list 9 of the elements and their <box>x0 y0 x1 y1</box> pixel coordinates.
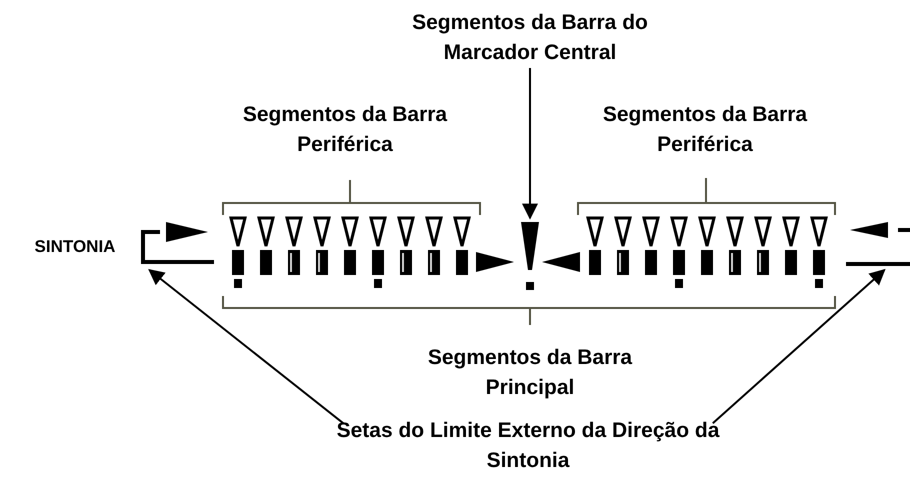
leader-arrow <box>148 269 344 424</box>
callout-text: Segmentos da Barra Principal <box>426 345 634 401</box>
callout-text: Segmentos da Barra Periférica <box>242 102 448 158</box>
leader-arrow <box>712 268 886 424</box>
callout-text: Segmentos da Barra Periférica <box>602 102 808 158</box>
tuning-label: SINTONIA <box>34 236 116 258</box>
leader-arrow <box>522 68 538 220</box>
callout-text: Segmentos da Barra do Marcador Central <box>400 8 660 68</box>
callout-text: Setas do Limite Externo da Direção da Sintonia <box>318 416 738 476</box>
